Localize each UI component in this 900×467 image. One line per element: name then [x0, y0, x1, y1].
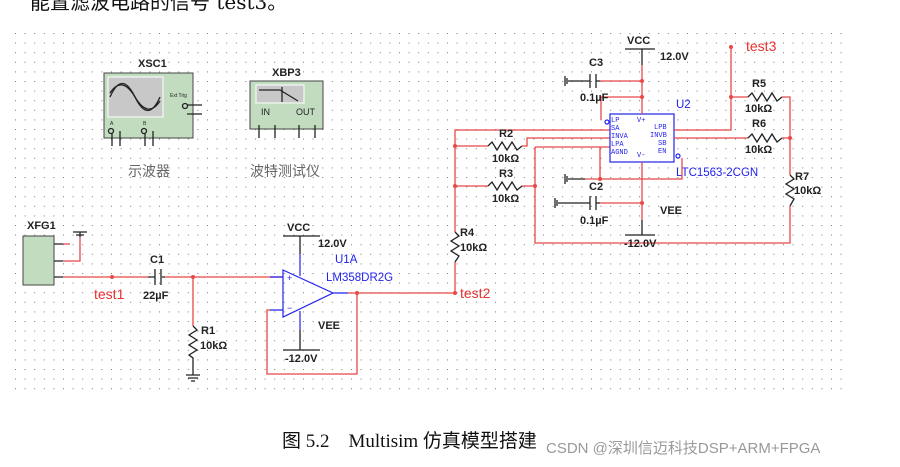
svg-text:LPA: LPA	[611, 141, 624, 149]
svg-text:V-: V-	[637, 152, 645, 160]
bode-plotter-xbp3[interactable]: XBP3 IN OUT	[249, 67, 324, 138]
svg-text:EN: EN	[658, 148, 666, 156]
top-text: 能置滤波电路的信号 test3。	[30, 0, 288, 14]
schematic: XSC1 Ext Trig A B 示波器 XBP3 IN OUT 波特测试仪 …	[15, 30, 843, 392]
u2-vee-label: VEE	[660, 205, 682, 217]
probe-test1[interactable]: test1	[94, 286, 125, 302]
c3-value: 0.1µF	[580, 92, 609, 104]
bode-curve-icon	[259, 87, 299, 102]
c1-ref: C1	[150, 254, 164, 266]
svg-text:INVA: INVA	[611, 133, 629, 141]
r5-resistor	[747, 91, 783, 103]
function-generator-xfg1[interactable]: XFG1	[22, 220, 63, 286]
bode-out-label: OUT	[296, 107, 316, 117]
ground-icon	[73, 231, 87, 237]
filter-ic-u2[interactable]: LP SA INVA LPA AGND LPB INVB SB EN V+ V-	[604, 113, 681, 163]
c2-ref: C2	[589, 181, 603, 193]
r6-ref: R6	[752, 118, 766, 130]
bode-plotter-ref: XBP3	[272, 67, 301, 79]
r3-value: 10kΩ	[492, 193, 519, 205]
u2-vcc-value: 12.0V	[660, 51, 689, 63]
oscilloscope-ref: XSC1	[138, 58, 167, 70]
r4-value: 10kΩ	[460, 242, 487, 254]
c1-capacitor	[148, 269, 165, 285]
u1a-vee-value: -12.0V	[285, 353, 318, 365]
u2-vcc-label: VCC	[627, 35, 650, 47]
ground-icon	[564, 174, 585, 184]
u1a-part: LM358DR2G	[326, 272, 393, 284]
u1a-vcc-value: 12.0V	[318, 238, 347, 250]
channel-b-label: B	[143, 121, 147, 127]
r7-value: 10kΩ	[794, 185, 821, 197]
r4-resistor	[449, 231, 461, 263]
u2-part: LTC1563-2CGN	[676, 167, 758, 179]
svg-text:LP: LP	[611, 117, 619, 125]
probe-test3[interactable]: test3	[746, 38, 777, 54]
oscilloscope-xsc1[interactable]: XSC1 Ext Trig A B	[103, 58, 202, 146]
oscilloscope-caption: 示波器	[128, 164, 170, 180]
r2-value: 10kΩ	[492, 153, 519, 165]
r6-value: 10kΩ	[745, 144, 772, 156]
r7-resistor	[784, 174, 796, 207]
svg-text:SB: SB	[658, 140, 666, 148]
r1-ref: R1	[201, 325, 215, 337]
probe-test2[interactable]: test2	[460, 285, 491, 301]
svg-text:INVB: INVB	[650, 132, 667, 140]
bode-plotter-caption: 波特测试仪	[250, 164, 320, 180]
r3-resistor	[487, 180, 523, 192]
u1a-vee-label: VEE	[318, 320, 340, 332]
r7-ref: R7	[795, 171, 809, 183]
c3-ref: C3	[589, 57, 603, 69]
opamp-u1a[interactable]: +−	[270, 254, 348, 330]
svg-text:SA: SA	[611, 125, 620, 133]
svg-text:LPB: LPB	[654, 124, 667, 132]
watermark: CSDN @深圳信迈科技DSP+ARM+FPGA	[546, 440, 821, 457]
u1a-vcc-label: VCC	[287, 222, 310, 234]
svg-text:−: −	[287, 303, 292, 313]
c3-capacitor	[564, 74, 600, 88]
r5-value: 10kΩ	[745, 103, 772, 115]
bode-in-label: IN	[261, 107, 270, 117]
r5-ref: R5	[752, 78, 766, 90]
r6-resistor	[747, 132, 783, 144]
c2-value: 0.1µF	[580, 215, 609, 227]
r1-value: 10kΩ	[200, 340, 227, 352]
function-generator-ref: XFG1	[27, 220, 56, 232]
svg-text:+: +	[287, 273, 292, 283]
u1a-ref: U1A	[335, 254, 358, 266]
r2-ref: R2	[499, 128, 513, 140]
figure-caption: 图 5.2 Multisim 仿真模型搭建	[282, 431, 537, 452]
u2-vee-value: -12.0V	[624, 238, 657, 250]
r4-ref: R4	[460, 227, 475, 239]
r3-ref: R3	[499, 168, 513, 180]
r1-resistor	[186, 325, 200, 382]
u2-ref: U2	[676, 99, 691, 111]
ext-trig-label: Ext Trig	[170, 93, 187, 99]
svg-text:V+: V+	[637, 117, 645, 125]
svg-text:AGND: AGND	[611, 149, 628, 157]
c2-capacitor	[554, 196, 600, 210]
c1-value: 22µF	[143, 290, 169, 302]
r2-resistor	[487, 140, 523, 152]
channel-a-label: A	[110, 121, 114, 127]
